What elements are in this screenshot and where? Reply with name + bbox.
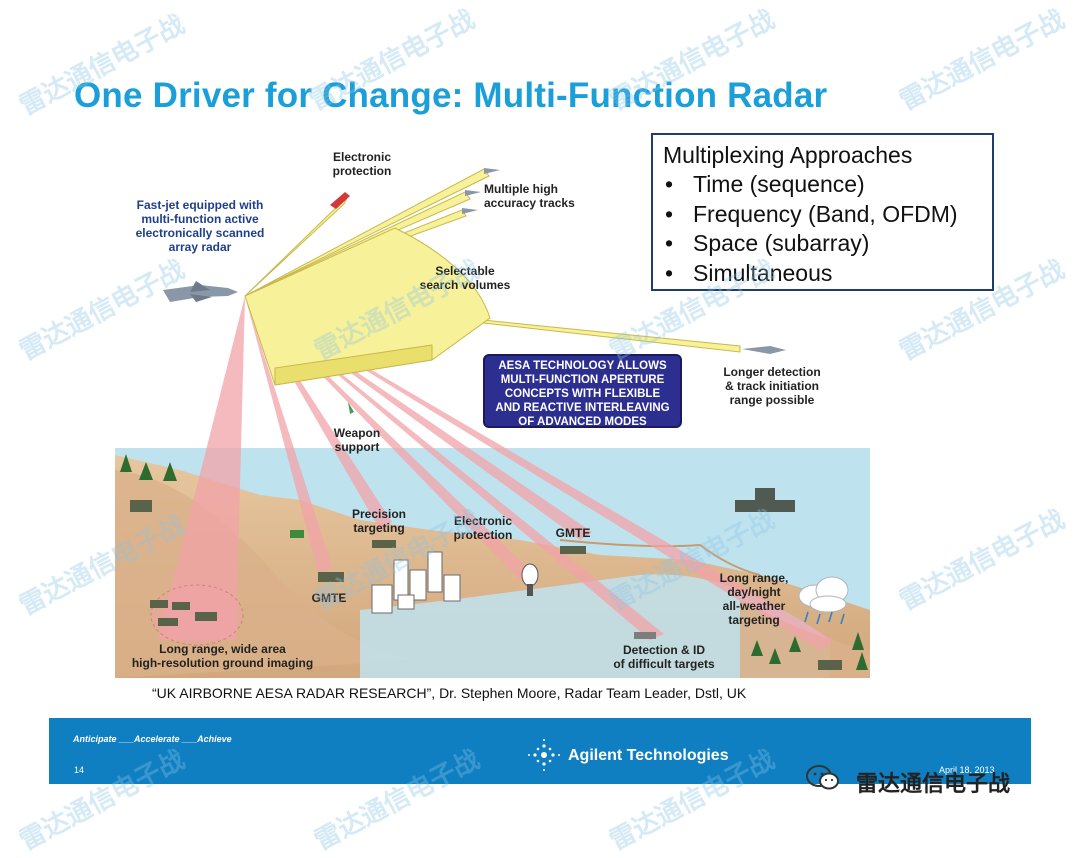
footer-date: April 18, 2013 <box>939 765 995 775</box>
multiplexing-list: Time (sequence) Frequency (Band, OFDM) S… <box>663 170 982 288</box>
footer-slogan: Anticipate ___Accelerate ___Achieve <box>73 734 232 744</box>
footer-bar: Anticipate ___Accelerate ___Achieve 14 A… <box>49 718 1031 784</box>
page-number: 14 <box>74 765 85 775</box>
radar-illustration <box>115 168 870 678</box>
satellite-dish <box>521 563 539 596</box>
multiplexing-heading: Multiplexing Approaches <box>663 142 913 168</box>
city-buildings <box>371 551 461 614</box>
multiplexing-item: Frequency (Band, OFDM) <box>663 200 982 230</box>
agilent-spark-icon <box>528 739 560 771</box>
ground-units <box>130 488 842 670</box>
multiplexing-item: Simultaneous <box>663 259 982 289</box>
rain <box>804 611 845 625</box>
label-gmte-left: GMTE <box>311 591 347 605</box>
multiplexing-item: Space (subarray) <box>663 229 982 259</box>
multiplexing-box: Multiplexing Approaches Time (sequence) … <box>651 133 994 291</box>
label-gmte-center: GMTE <box>555 526 591 540</box>
weather-cloud <box>798 576 849 613</box>
watermark-stamp-text: 雷达通信电子战 <box>856 771 1011 796</box>
citation: “UK AIRBORNE AESA RADAR RESEARCH”, Dr. S… <box>152 685 747 701</box>
trees <box>120 454 868 670</box>
slide-title: One Driver for Change: Multi-Function Ra… <box>74 76 828 115</box>
jets <box>163 168 786 414</box>
multiplexing-item: Time (sequence) <box>663 170 982 200</box>
ground-beams <box>158 296 834 650</box>
wechat-icon <box>806 765 839 790</box>
air-beams <box>244 168 741 386</box>
brand-name: Agilent Technologies <box>568 747 729 764</box>
